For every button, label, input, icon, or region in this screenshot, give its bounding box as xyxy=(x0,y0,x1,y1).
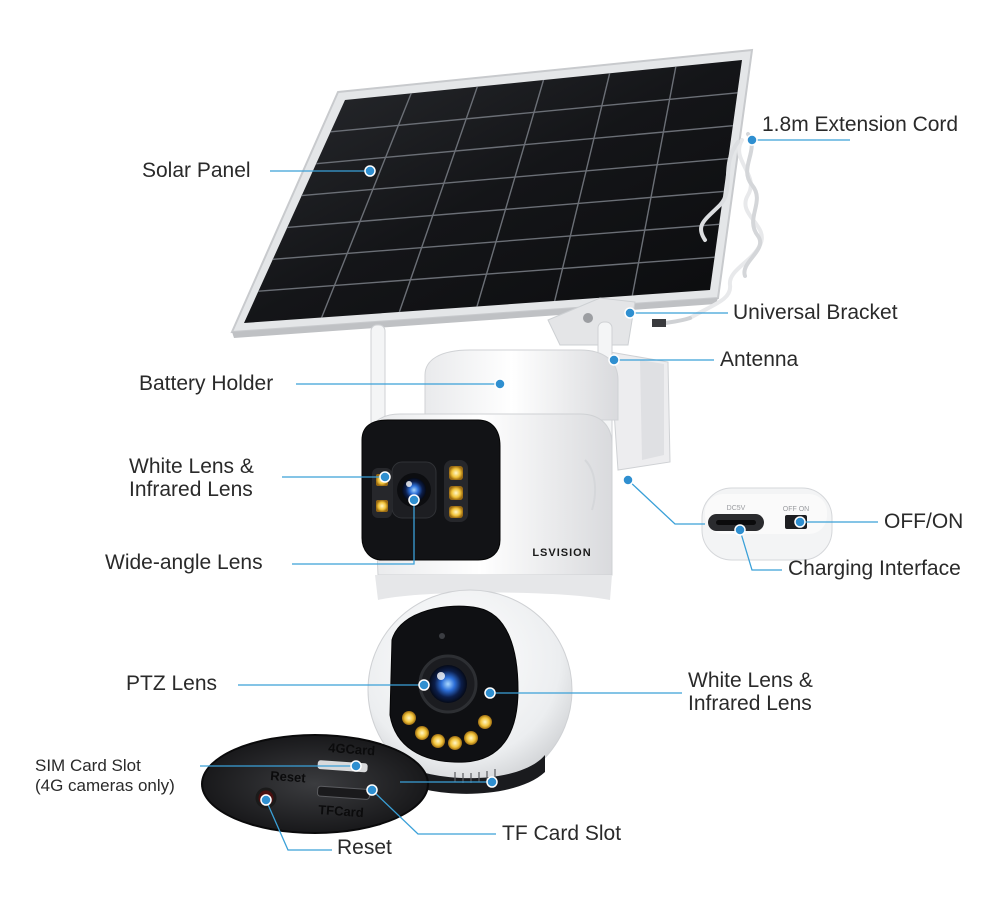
leader-tf-card-slot xyxy=(371,789,496,835)
leader-charging-link-dot xyxy=(622,474,634,486)
leader-tf-card-slot-dot xyxy=(366,784,378,796)
card-slot-inset: Reset 4GCard TFCard xyxy=(201,734,429,834)
callout-extension-cord: 1.8m Extension Cord xyxy=(762,113,959,136)
universal-bracket xyxy=(547,297,671,471)
callout-wide-angle-lens: Wide-angle Lens xyxy=(105,551,263,574)
panel-row-line xyxy=(330,92,738,133)
switch-label: OFF ON xyxy=(783,506,809,513)
leader-off-on-dot xyxy=(794,516,806,528)
callout-antenna: Antenna xyxy=(720,348,799,371)
leader-extension-cord-dot xyxy=(746,134,758,146)
callout-off-on: OFF/ON xyxy=(884,510,964,533)
leader-reset-dot xyxy=(260,794,272,806)
callout-universal-bracket: Universal Bracket xyxy=(733,301,898,324)
panel-col-line xyxy=(476,79,545,307)
leader-lines xyxy=(200,134,878,851)
panel-col-line xyxy=(553,73,611,302)
charging-port-inset: DC5V OFF ON xyxy=(701,487,833,561)
leader-charging-interface xyxy=(739,529,782,571)
panel-row-line xyxy=(301,157,729,197)
panel-row-line xyxy=(287,190,724,229)
panel-row-line xyxy=(258,256,715,292)
callout-reset: Reset xyxy=(337,836,392,859)
leader-charging-link xyxy=(627,479,705,525)
solar-panel xyxy=(230,48,754,338)
callout-sim-card-slot-1: SIM Card Slot xyxy=(35,756,141,775)
inset-tf-text: TFCard xyxy=(318,802,364,820)
inset-4g-text: 4GCard xyxy=(328,740,376,758)
leader-antenna-dot xyxy=(608,354,620,366)
panel-row-line xyxy=(316,125,733,165)
callout-white-ir-lens-bottom-2: Infrared Lens xyxy=(688,692,812,715)
extension-cord xyxy=(652,132,764,327)
port-label: DC5V xyxy=(727,505,746,512)
leader-white-ir-lens-bottom-dot xyxy=(484,687,496,699)
leader-reset xyxy=(265,799,332,851)
callout-charging-interface: Charging Interface xyxy=(788,557,961,580)
panel-col-line xyxy=(321,93,412,318)
panel-row-line xyxy=(272,223,720,260)
leader-charging-interface-dot xyxy=(734,524,746,536)
leader-housing-bottom-dot xyxy=(486,776,498,788)
lower-white-ir-lights xyxy=(402,711,492,750)
callout-battery-holder: Battery Holder xyxy=(139,372,274,395)
inset-reset-text: Reset xyxy=(270,768,307,785)
ptz-lens xyxy=(418,654,478,714)
leader-ptz-lens-dot xyxy=(418,679,430,691)
leader-solar-panel-dot xyxy=(364,165,376,177)
callout-ptz-lens: PTZ Lens xyxy=(126,672,218,695)
battery-holder xyxy=(424,349,619,421)
leader-wide-angle-lens xyxy=(292,500,415,565)
panel-col-line xyxy=(398,86,478,313)
leader-universal-bracket-dot xyxy=(624,307,636,319)
leader-wide-angle-lens-dot xyxy=(408,494,420,506)
leader-battery-holder-dot xyxy=(494,378,506,390)
callout-tf-card-slot: TF Card Slot xyxy=(502,822,622,845)
leader-white-ir-lens-top-dot xyxy=(379,471,391,483)
callout-white-ir-lens-top-2: Infrared Lens xyxy=(129,478,253,501)
callout-solar-panel: Solar Panel xyxy=(142,159,251,182)
callout-white-ir-lens-top-1: White Lens & xyxy=(129,455,254,478)
panel-col-line xyxy=(631,66,677,296)
brand-logo: LSVISION xyxy=(532,547,591,559)
callout-white-ir-lens-bottom-1: White Lens & xyxy=(688,669,813,692)
leader-sim-card-slot-dot xyxy=(350,760,362,772)
callout-sim-card-slot-2: (4G cameras only) xyxy=(35,776,175,795)
